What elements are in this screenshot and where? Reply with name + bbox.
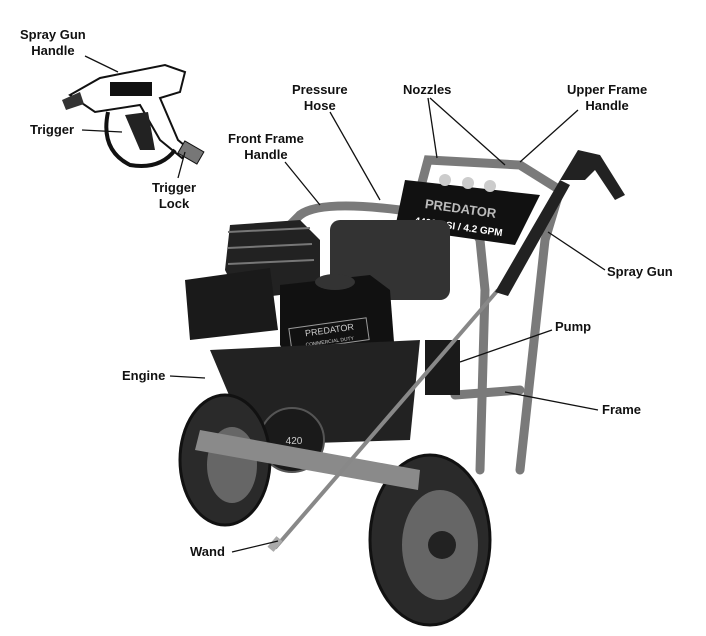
wand-drawing — [267, 150, 625, 552]
label-spray-gun: Spray Gun — [607, 264, 673, 279]
label-line: Handle — [31, 43, 75, 58]
wheels — [178, 393, 492, 627]
label-line: Pressure — [292, 82, 348, 97]
label-wand: Wand — [190, 544, 225, 559]
label-line: Upper Frame — [567, 82, 648, 97]
label-line: Trigger — [152, 180, 197, 195]
label-line: Lock — [158, 196, 190, 211]
label-nozzles: Nozzles — [403, 82, 452, 97]
label-pump: Pump — [555, 319, 592, 334]
engine-size: 420 — [286, 436, 303, 447]
label-line: Handle — [585, 98, 629, 113]
engine-drawing: PREDATOR COMMERCIAL DUTY 420 — [185, 220, 460, 473]
leader-lines — [81, 55, 606, 553]
label-line: Hose — [303, 98, 336, 113]
label-line: Handle — [244, 147, 288, 162]
label-line: Spray Gun — [20, 27, 86, 42]
label-line: Front Frame — [228, 131, 304, 146]
label-frame: Frame — [602, 402, 642, 417]
label-engine: Engine — [122, 368, 166, 383]
inset-spray-gun — [62, 63, 205, 168]
label-trigger: Trigger — [30, 122, 75, 137]
